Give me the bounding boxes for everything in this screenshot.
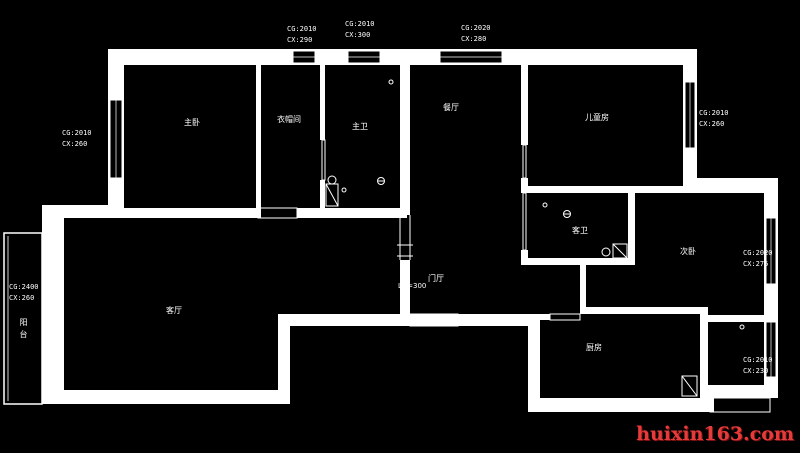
- window-cg-8: CG:2010: [743, 356, 773, 364]
- window-cx-1: CX:290: [287, 36, 313, 44]
- room-living-room: 客厅: [166, 306, 182, 315]
- window-label-4: CG:2010 CX:260: [62, 128, 92, 150]
- window-cg-2: CG:2010: [345, 20, 375, 28]
- window-cx-7: CX:260: [9, 294, 35, 302]
- window-cg-4: CG:2010: [62, 129, 92, 137]
- room-balcony: 阳台: [19, 318, 28, 342]
- watermark: huixin163.com: [636, 423, 794, 445]
- window-cx-3: CX:280: [461, 35, 487, 43]
- window-label-2: CG:2010 CX:300: [345, 19, 375, 41]
- window-label-5: CG:2010 CX:260: [699, 108, 729, 130]
- window-label-7: CG:2400 CX:260: [9, 282, 39, 304]
- window-label-6: CG:2020 CX:275: [743, 248, 773, 270]
- window-cx-4: CX:260: [62, 140, 88, 148]
- window-cx-6: CX:275: [743, 260, 769, 268]
- door-height-note: LH=300: [398, 282, 427, 290]
- room-dining: 餐厅: [443, 103, 459, 112]
- room-second-bedroom: 次卧: [680, 247, 696, 256]
- guest-bath-shower: [612, 243, 628, 259]
- room-walk-in-closet: 衣帽间: [277, 115, 301, 124]
- window-label-8: CG:2010 CX:230: [743, 355, 773, 377]
- room-kitchen: 厨房: [586, 343, 602, 352]
- outer-wall: [42, 49, 778, 412]
- room-master-bedroom: 主卧: [184, 118, 200, 127]
- window-cg-7: CG:2400: [9, 283, 39, 291]
- room-master-bath: 主卫: [352, 122, 368, 131]
- window-cx-5: CX:260: [699, 120, 725, 128]
- window-cg-6: CG:2020: [743, 249, 773, 257]
- window-cx-2: CX:300: [345, 31, 371, 39]
- window-cg-1: CG:2010: [287, 25, 317, 33]
- window-cg-5: CG:2010: [699, 109, 729, 117]
- window-label-1: CG:2010 CX:290: [287, 24, 317, 46]
- interior-walls: [124, 65, 764, 398]
- window-cg-3: CG:2020: [461, 24, 491, 32]
- room-foyer: 门厅: [428, 274, 444, 283]
- kitchen-counter-box: [681, 375, 698, 397]
- room-kids-room: 儿童房: [585, 113, 609, 122]
- window-cx-8: CX:230: [743, 367, 769, 375]
- window-label-3: CG:2020 CX:280: [461, 23, 491, 45]
- room-guest-bath: 客卫: [572, 226, 588, 235]
- balcony-frame: [3, 232, 43, 405]
